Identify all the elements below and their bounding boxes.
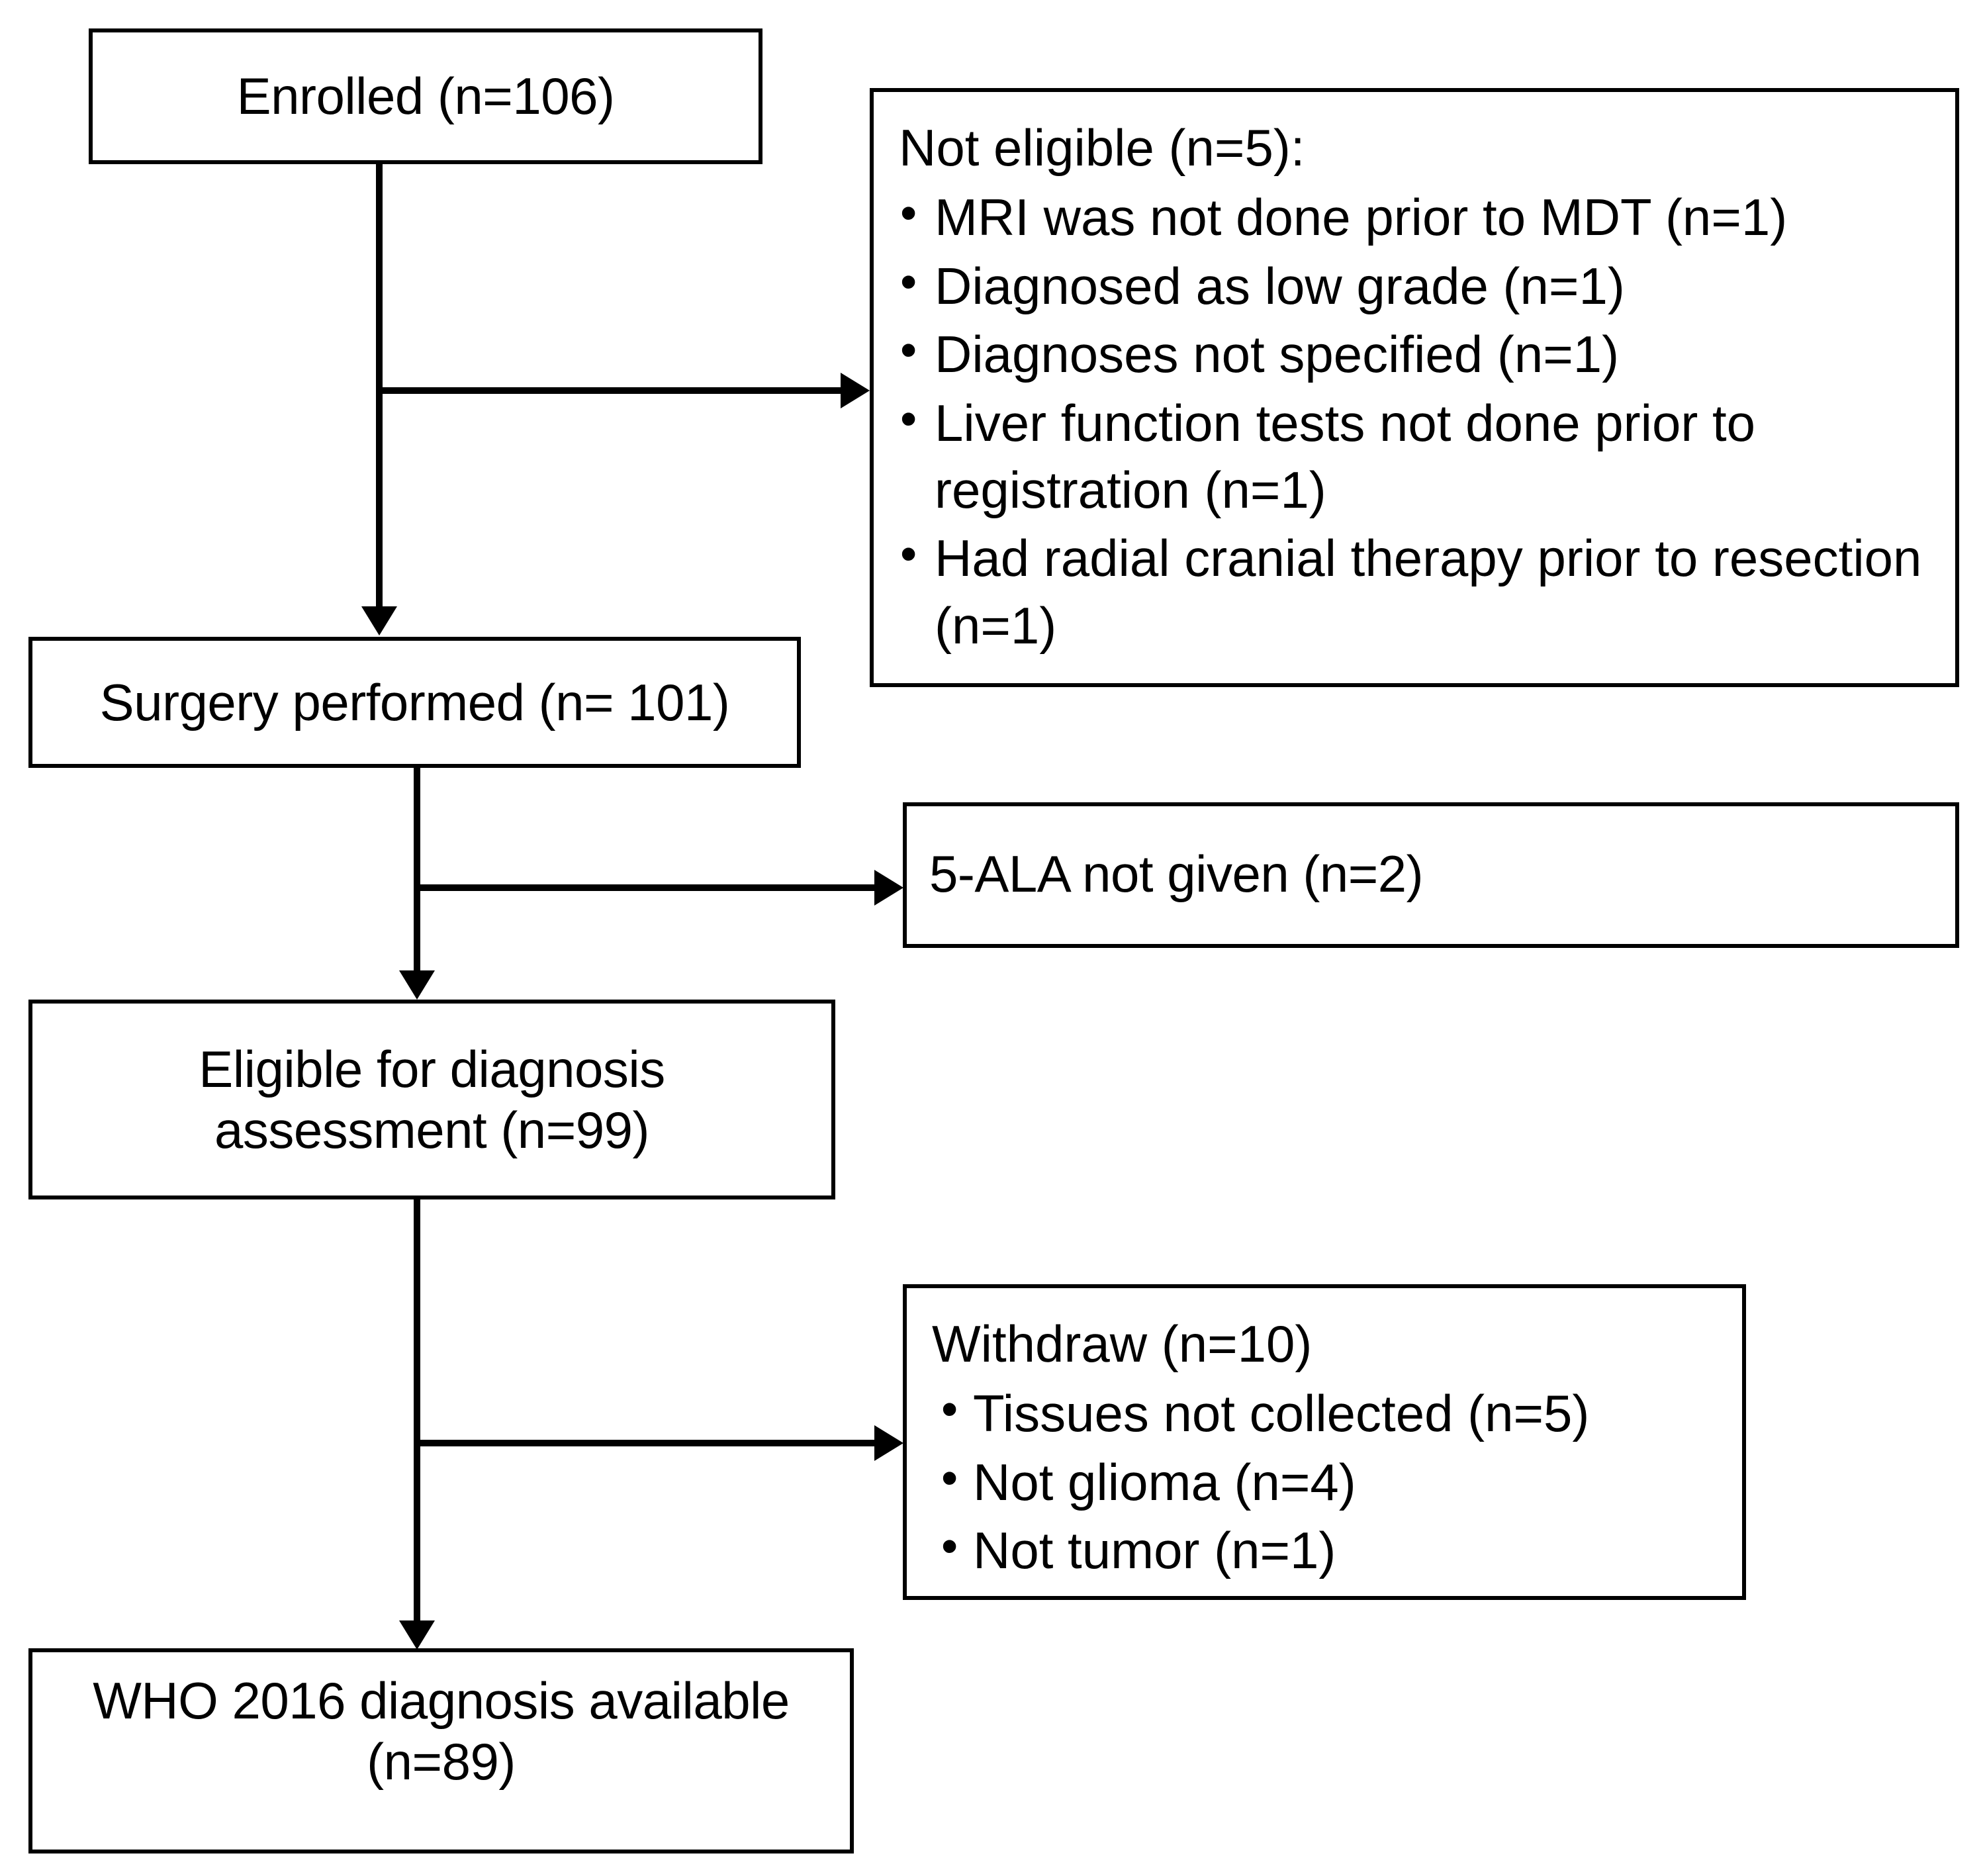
node-eligible-for-diagnosis[interactable]: Eligible for diagnosis assessment (n=99) <box>28 1000 835 1199</box>
node-withdraw-list: Tissues not collected (n=5) Not glioma (… <box>927 1379 1722 1584</box>
list-item: Not tumor (n=1) <box>927 1516 1722 1584</box>
arrowhead-surgery-to-eligible <box>399 970 435 1000</box>
list-item: Diagnoses not specified (n=1) <box>894 320 1935 388</box>
list-item: Diagnosed as low grade (n=1) <box>894 252 1935 320</box>
connector-enrolled-to-not-eligible <box>376 387 842 394</box>
arrowhead-surgery-to-ala-not-given <box>874 870 903 906</box>
arrowhead-enrolled-to-surgery <box>361 606 397 635</box>
connector-eligible-to-withdraw <box>414 1440 876 1446</box>
node-withdraw[interactable]: Withdraw (n=10) Tissues not collected (n… <box>903 1284 1746 1600</box>
node-not-eligible-title: Not eligible (n=5): <box>899 118 1305 177</box>
connector-enrolled-to-surgery <box>376 164 383 608</box>
node-not-eligible-list: MRI was not done prior to MDT (n=1) Diag… <box>894 183 1935 659</box>
node-withdraw-title: Withdraw (n=10) <box>932 1315 1313 1373</box>
connector-surgery-to-ala-not-given <box>414 884 876 891</box>
node-ala-not-given-label: 5-ALA not given (n=2) <box>929 845 1424 903</box>
node-eligible-for-diagnosis-label: Eligible for diagnosis assessment (n=99) <box>199 1039 665 1159</box>
node-who-diagnosis-available-label: WHO 2016 diagnosis available (n=89) <box>93 1671 790 1791</box>
list-item: Not glioma (n=4) <box>927 1448 1722 1516</box>
connector-surgery-to-eligible <box>414 768 420 973</box>
list-item: Had radial cranial therapy prior to rese… <box>894 524 1935 659</box>
node-surgery-performed[interactable]: Surgery performed (n= 101) <box>28 637 801 768</box>
node-enrolled[interactable]: Enrolled (n=106) <box>89 28 762 164</box>
list-item: Tissues not collected (n=5) <box>927 1379 1722 1447</box>
list-item: Liver function tests not done prior to r… <box>894 389 1935 524</box>
node-enrolled-label: Enrolled (n=106) <box>236 67 615 126</box>
connector-eligible-to-who-diagnosis <box>414 1199 420 1623</box>
arrowhead-eligible-to-withdraw <box>874 1425 903 1461</box>
arrowhead-enrolled-to-not-eligible <box>841 373 870 408</box>
node-ala-not-given[interactable]: 5-ALA not given (n=2) <box>903 802 1959 948</box>
node-who-diagnosis-available[interactable]: WHO 2016 diagnosis available (n=89) <box>28 1648 854 1853</box>
list-item: MRI was not done prior to MDT (n=1) <box>894 183 1935 251</box>
arrowhead-eligible-to-who-diagnosis <box>399 1620 435 1650</box>
node-not-eligible[interactable]: Not eligible (n=5): MRI was not done pri… <box>870 88 1959 687</box>
node-surgery-performed-label: Surgery performed (n= 101) <box>99 673 730 731</box>
